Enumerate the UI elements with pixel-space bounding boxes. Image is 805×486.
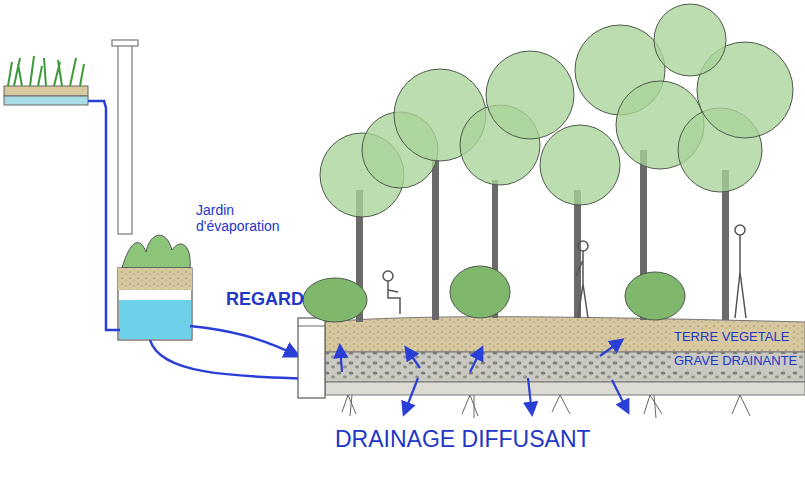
tree-trunks-part (432, 160, 439, 320)
diffusion-arrows-part (528, 378, 532, 414)
tree-canopies-part (486, 51, 574, 139)
layer-label: GRAVE DRAINANTE (672, 354, 799, 369)
roots-part (462, 395, 478, 418)
garden-label: Jardin d'évaporation (196, 202, 308, 234)
people-part (735, 225, 745, 235)
ground-layers-part (325, 382, 805, 395)
inspection-chamber (298, 318, 325, 398)
tree-canopies-part (654, 4, 726, 76)
people-part (388, 281, 400, 314)
tree-canopies-part (540, 125, 620, 205)
diffusion-arrows-part (404, 378, 418, 414)
diffusion-arrows (340, 340, 628, 414)
diffusion-arrows-part (600, 340, 622, 356)
people-part (578, 241, 588, 251)
drainage-label: DRAINAGE DIFFUSANT (335, 426, 591, 452)
roots-part (342, 395, 356, 416)
roof-garden (4, 56, 88, 105)
inspection-chamber-part (298, 326, 325, 327)
evaporation-planter-part (118, 268, 192, 290)
layer-label: TERRE VEGETALE (672, 330, 791, 345)
inspection-chamber-part (298, 318, 325, 398)
tree-trunks-part (722, 170, 729, 320)
water-pipes-part (190, 326, 298, 356)
diffusion-arrows-part (612, 380, 628, 412)
downpipe (112, 40, 138, 234)
evaporation-planter (118, 235, 192, 340)
evaporation-planter-part (122, 235, 190, 268)
evaporation-planter-part (119, 300, 191, 339)
roof-garden-part (4, 86, 88, 96)
shrubs-part (625, 272, 685, 320)
diffusion-arrows-part (406, 348, 420, 368)
evaporation-planter-part (118, 268, 192, 340)
roof-garden-part (8, 56, 84, 86)
water-pipes-part (88, 101, 120, 330)
ground-layers (325, 317, 805, 395)
roots-part (644, 395, 662, 418)
tree-canopies (320, 4, 793, 217)
roof-garden-part (4, 96, 88, 105)
shrubs-part (303, 278, 367, 322)
people-part (383, 271, 393, 281)
people (383, 225, 746, 318)
people-part (576, 251, 588, 318)
shrubs-part (450, 266, 510, 318)
tree-trunks-part (574, 190, 581, 318)
diffusion-arrows-part (340, 346, 342, 372)
people-part (735, 235, 746, 318)
ground-layers-part (325, 352, 805, 382)
diffusion-arrows-part (470, 348, 482, 372)
chamber-label: REGARD (226, 289, 304, 310)
shrubs (303, 266, 685, 322)
roots-part (552, 395, 570, 414)
downpipe-part (118, 44, 132, 234)
downpipe-part (112, 40, 138, 46)
ground-layers-part (325, 317, 805, 352)
roots-part (732, 395, 750, 416)
roots (342, 395, 750, 418)
